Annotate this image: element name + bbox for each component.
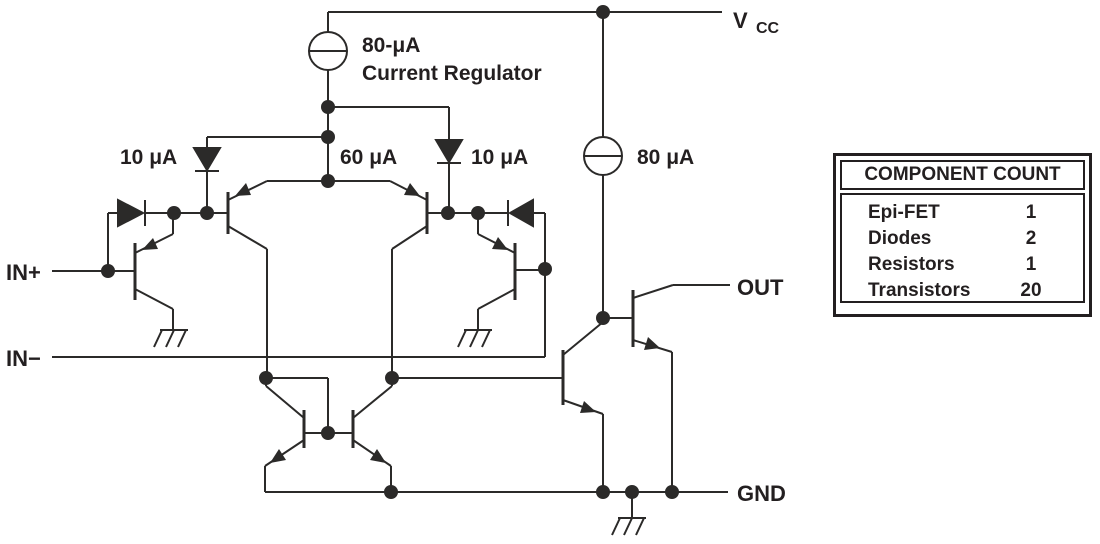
emitter-arrow <box>492 237 508 250</box>
junction-dot <box>538 262 552 276</box>
junction-dot <box>384 485 398 499</box>
emitter-arrow <box>580 401 596 413</box>
mirror-npn-right <box>351 378 393 467</box>
row-value: 20 <box>1020 280 1042 301</box>
row-label: Transistors <box>868 280 971 301</box>
row-label: Diodes <box>868 228 932 249</box>
collector-lead <box>265 378 305 419</box>
mirror-diode-right <box>434 139 464 164</box>
junction-dot <box>665 485 679 499</box>
ground-icon <box>153 329 188 348</box>
mirror-feed-wires <box>266 249 393 434</box>
circuit-wires <box>52 11 730 518</box>
collector-lead <box>562 318 604 356</box>
vcc-subscript: CC <box>756 20 780 37</box>
emitter-arrow <box>644 337 660 350</box>
collector-lead <box>352 378 393 419</box>
output-current-label: 80 μA <box>637 146 694 169</box>
clamp-diode-right <box>507 198 534 228</box>
in-minus-label: IN− <box>6 346 41 371</box>
table-row: Resistors 1 <box>842 252 1083 278</box>
junction-dot <box>321 426 335 440</box>
diode-triangle <box>434 139 464 164</box>
mirror-diode-left <box>192 147 222 172</box>
diode-triangle <box>117 198 146 228</box>
input-pnp-right <box>477 213 517 330</box>
driver-npn <box>561 318 604 415</box>
out-label: OUT <box>737 275 784 300</box>
right-diode-branch <box>328 106 450 213</box>
diode-triangle <box>192 147 222 172</box>
row-label: Resistors <box>868 254 955 275</box>
table-row: Diodes 2 <box>842 226 1083 252</box>
right-mirror-current-label: 10 μA <box>471 146 528 169</box>
collector-lead <box>632 284 674 299</box>
table-row: Transistors 20 <box>842 278 1083 304</box>
junction-dots <box>101 5 679 499</box>
junction-dot <box>321 174 335 188</box>
junction-dot <box>167 206 181 220</box>
left-diode-branch <box>206 136 328 213</box>
ground-icon <box>457 329 492 348</box>
ground-icon <box>611 517 646 536</box>
collector-lead <box>227 225 268 250</box>
collector-lead <box>134 288 174 330</box>
vcc-label: V <box>733 8 748 33</box>
diode-triangle <box>507 198 534 228</box>
junction-dot <box>471 206 485 220</box>
junction-dot <box>441 206 455 220</box>
row-label: Epi-FET <box>868 202 940 223</box>
mirror-npn-left <box>264 378 306 467</box>
table-row: Epi-FET 1 <box>842 200 1083 226</box>
junction-dot <box>101 264 115 278</box>
junction-dot <box>596 5 610 19</box>
left-mirror-current-label: 10 μA <box>120 146 177 169</box>
emitter-arrow <box>370 449 386 463</box>
junction-dot <box>385 371 399 385</box>
emitter-arrow <box>270 449 286 463</box>
in-minus-wires <box>52 212 546 358</box>
emitter-arrow <box>404 183 420 196</box>
junction-dot <box>596 311 610 325</box>
junction-dot <box>625 485 639 499</box>
collector-lead <box>477 288 516 330</box>
current-regulator-symbol <box>308 31 348 71</box>
component-count-body: Epi-FET 1 Diodes 2 Resistors 1 Transisto… <box>840 193 1085 303</box>
terminal-labels: V CC IN+ IN− OUT GND <box>6 8 786 506</box>
junction-dot <box>321 100 335 114</box>
row-value: 1 <box>1025 202 1037 223</box>
component-count-table: COMPONENT COUNT Epi-FET 1 Diodes 2 Resis… <box>833 153 1092 317</box>
in-plus-label: IN+ <box>6 260 41 285</box>
current-labels: 80-μA Current Regulator 10 μA 60 μA 10 μ… <box>120 34 694 169</box>
emitter-arrow <box>235 183 251 196</box>
collector-lead <box>391 225 428 250</box>
junction-dot <box>321 130 335 144</box>
regulator-name-label: Current Regulator <box>362 62 542 85</box>
junction-dot <box>259 371 273 385</box>
in-plus-wires <box>52 212 135 272</box>
output-current-source-symbol <box>583 136 623 176</box>
row-value: 1 <box>1025 254 1037 275</box>
regulator-value-label: 80-μA <box>362 34 420 57</box>
input-pnp-left <box>133 213 174 330</box>
row-value: 2 <box>1025 228 1037 249</box>
steer-pnp-left <box>226 180 268 250</box>
clamp-diode-left <box>117 198 146 228</box>
junction-dot <box>596 485 610 499</box>
emitter-arrow <box>142 238 158 250</box>
steer-pnp-right <box>389 180 429 250</box>
gnd-label: GND <box>737 481 786 506</box>
ground-symbols <box>153 329 646 536</box>
gnd-rail <box>264 352 728 518</box>
output-npn <box>631 284 674 353</box>
tail-current-label: 60 μA <box>340 146 397 169</box>
junction-dot <box>200 206 214 220</box>
component-count-title: COMPONENT COUNT <box>840 160 1085 190</box>
